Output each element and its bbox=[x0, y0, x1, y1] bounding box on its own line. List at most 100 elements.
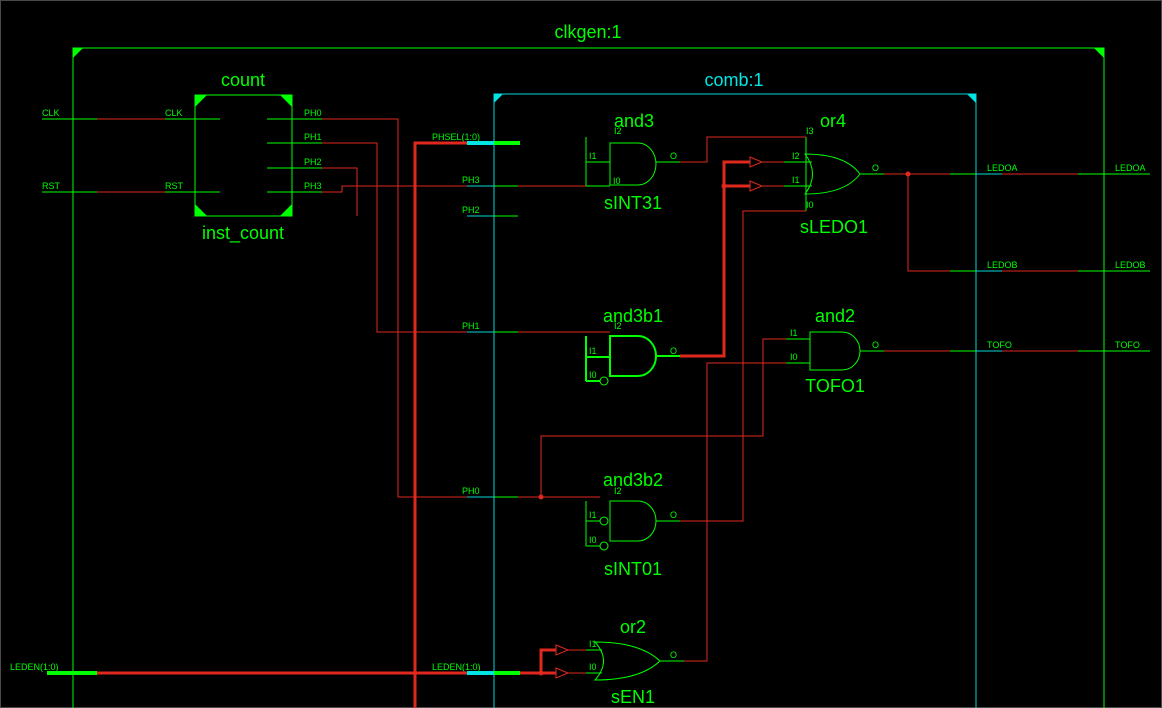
comb-port-ph3[interactable]: PH3 bbox=[462, 175, 518, 187]
and3b2-pin-label-i1: I1 bbox=[589, 510, 597, 520]
count-corner-br bbox=[280, 204, 292, 216]
or2-pin-label-i1: I1 bbox=[589, 639, 597, 649]
comb-port-ph2-label: PH2 bbox=[462, 205, 480, 215]
gate-and3b1[interactable]: I2 I1 I0 O and3b1 bbox=[585, 306, 680, 386]
port-clk[interactable]: CLK bbox=[42, 108, 97, 120]
and3-pin-label-i1: I1 bbox=[589, 151, 597, 161]
gate-or2[interactable]: I1 I0 O or2 sEN1 bbox=[586, 617, 684, 707]
comb-block[interactable]: comb:1 bbox=[493, 70, 977, 708]
net-ph3[interactable] bbox=[322, 185, 467, 193]
or2-i0-buffer bbox=[555, 667, 570, 679]
and3b1-body bbox=[609, 335, 657, 377]
comb-port-ledoa[interactable]: LEDOA bbox=[950, 163, 1018, 175]
net-and3b1-to-or4-i2[interactable] bbox=[680, 160, 750, 358]
and3b2-type-label: and3b2 bbox=[603, 470, 663, 490]
count-corner-tl bbox=[195, 95, 207, 107]
and3-body bbox=[609, 142, 657, 186]
gate-and3[interactable]: I2 I1 I0 O and3 sINT31 bbox=[585, 111, 680, 213]
comb-port-ph1-label: PH1 bbox=[462, 321, 480, 331]
gate-and3b2[interactable]: I2 I1 I0 O and3b2 sINT01 bbox=[585, 470, 680, 579]
net-or4-to-ledob[interactable] bbox=[907, 174, 950, 272]
port-ledob-out[interactable]: LEDOB bbox=[1078, 260, 1150, 272]
count-pin-ph2-label: PH2 bbox=[304, 157, 322, 167]
or2-pin-label-i0: I0 bbox=[589, 662, 597, 672]
and3b1-invert-bubble bbox=[599, 376, 609, 386]
port-ledoa-out-label: LEDOA bbox=[1115, 163, 1146, 173]
comb-corner-tl bbox=[494, 94, 503, 103]
or4-instance-label: sLEDO1 bbox=[800, 217, 868, 237]
comb-port-leden-label: LEDEN(1:0) bbox=[432, 662, 481, 672]
comb-port-ledob[interactable]: LEDOB bbox=[950, 260, 1018, 272]
and3b1-pin-label-i1: I1 bbox=[589, 346, 597, 356]
comb-corner-tr bbox=[967, 94, 976, 103]
and3-type-label: and3 bbox=[614, 111, 654, 131]
and3b1-pin-label-i0: I0 bbox=[589, 370, 597, 380]
comb-port-ph0[interactable]: PH0 bbox=[462, 486, 518, 498]
and2-pin-label-i1: I1 bbox=[790, 328, 798, 338]
comb-port-ledoa-label: LEDOA bbox=[987, 163, 1018, 173]
gate-and2[interactable]: I1 I0 O and2 TOFO1 bbox=[786, 306, 884, 396]
port-ledoa-out[interactable]: LEDOA bbox=[1078, 163, 1150, 175]
port-rst[interactable]: RST bbox=[42, 181, 97, 193]
or2-pin-label-o: O bbox=[670, 650, 677, 660]
count-corner-bl bbox=[195, 204, 207, 216]
and3b2-pin-label-i2: I2 bbox=[614, 486, 622, 496]
or4-pin-label-o: O bbox=[872, 163, 879, 173]
and3-instance-label: sINT31 bbox=[604, 193, 662, 213]
clkgen-block[interactable]: clkgen:1 bbox=[72, 22, 1105, 708]
gate-or4[interactable]: I3 I2 I1 I0 O or4 sLEDO1 bbox=[784, 111, 884, 237]
net-ph1[interactable] bbox=[322, 142, 467, 333]
net-ph0[interactable] bbox=[322, 118, 467, 498]
count-pin-clk-label: CLK bbox=[165, 108, 183, 118]
or2-i1-buffer bbox=[555, 644, 570, 656]
port-tofo-out-label: TOFO bbox=[1115, 340, 1140, 350]
count-body bbox=[194, 94, 293, 217]
port-leden[interactable]: LEDEN(1:0) bbox=[10, 662, 97, 675]
count-pin-ph0-label: PH0 bbox=[304, 108, 322, 118]
net-ph2[interactable] bbox=[322, 167, 358, 216]
comb-border bbox=[493, 93, 977, 708]
net-leden-junction bbox=[538, 670, 544, 676]
comb-port-ph2[interactable]: PH2 bbox=[462, 205, 518, 217]
net-ph0-to-and2[interactable] bbox=[540, 338, 786, 497]
comb-port-ph1[interactable]: PH1 bbox=[462, 321, 518, 333]
and3b2-body bbox=[609, 500, 657, 542]
comb-port-ledob-label: LEDOB bbox=[987, 260, 1018, 270]
and3b2-pin-label-o: O bbox=[670, 510, 677, 520]
or2-type-label: or2 bbox=[620, 617, 646, 637]
count-pin-rst-label: RST bbox=[165, 181, 184, 191]
clkgen-corner-tr bbox=[1094, 48, 1104, 58]
port-leden-label: LEDEN(1:0) bbox=[10, 662, 59, 672]
comb-port-phsel[interactable]: PHSEL(1:0) bbox=[432, 132, 520, 145]
clkgen-border bbox=[72, 47, 1105, 708]
port-ledob-out-label: LEDOB bbox=[1115, 260, 1146, 270]
comb-port-leden[interactable]: LEDEN(1:0) bbox=[432, 662, 520, 675]
net-leden-split-upper[interactable] bbox=[520, 648, 556, 675]
net-and3-to-or4[interactable] bbox=[680, 136, 806, 163]
and3b1-pin-label-o: O bbox=[670, 346, 677, 356]
or4-pin-label-i1: I1 bbox=[792, 175, 800, 185]
or4-pin-label-i3: I3 bbox=[806, 126, 814, 136]
and3-pin-label-i2: I2 bbox=[614, 126, 622, 136]
comb-title: comb:1 bbox=[704, 70, 763, 90]
comb-port-tofo-label: TOFO bbox=[987, 340, 1012, 350]
and3b2-invert-bubble-i1 bbox=[599, 516, 609, 526]
net-and3b2-to-or4[interactable] bbox=[680, 210, 806, 522]
and3b2-pin-label-i0: I0 bbox=[589, 535, 597, 545]
net-or2-to-and2[interactable] bbox=[684, 362, 786, 662]
or4-pin-label-i2: I2 bbox=[792, 151, 800, 161]
net-phsel-bus[interactable] bbox=[413, 141, 467, 708]
comb-port-tofo[interactable]: TOFO bbox=[950, 340, 1012, 352]
or4-i2-buffer bbox=[749, 156, 764, 168]
count-pin-ph3-label: PH3 bbox=[304, 181, 322, 191]
count-block[interactable]: count inst_count CLK RST PH0 PH1 PH2 PH3 bbox=[165, 70, 322, 244]
count-instance-label: inst_count bbox=[202, 223, 284, 244]
or4-body bbox=[804, 153, 861, 195]
and3b2-instance-label: sINT01 bbox=[604, 559, 662, 579]
and3b2-invert-bubble-i0 bbox=[599, 541, 609, 551]
or4-pin-label-i0: I0 bbox=[806, 200, 814, 210]
and3b1-type-label: and3b1 bbox=[603, 306, 663, 326]
or2-instance-label: sEN1 bbox=[611, 687, 655, 707]
port-tofo-out[interactable]: TOFO bbox=[1078, 340, 1150, 352]
